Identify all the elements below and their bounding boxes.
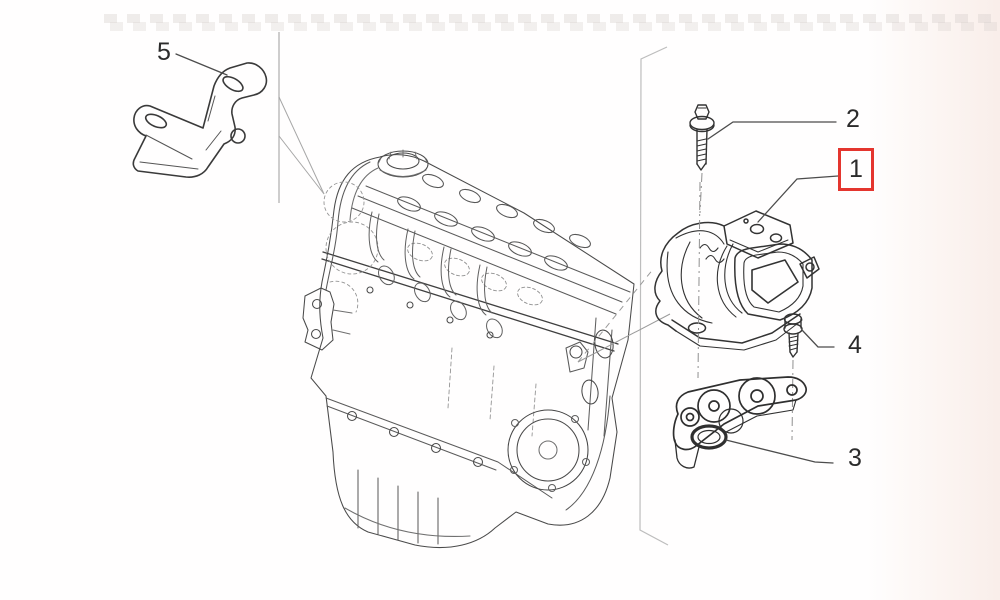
detail-zone-boundary <box>639 46 669 546</box>
bracket-part-5-illustration <box>132 62 268 178</box>
highlighted-callout-box-1[interactable]: 1 <box>838 148 874 191</box>
callout-label-4[interactable]: 4 <box>848 331 862 359</box>
callout-label-5[interactable]: 5 <box>157 38 171 66</box>
callout-label-1: 1 <box>849 155 863 183</box>
engine-illustration <box>302 149 635 548</box>
bolt-2-axis-line <box>699 172 703 214</box>
callout-label-2[interactable]: 2 <box>846 105 860 133</box>
engine-mount-part-1-illustration <box>654 210 820 351</box>
callout-leader-lines <box>175 53 839 464</box>
bolt-part-2-illustration <box>689 104 715 171</box>
mount-1-axis-line <box>697 181 701 379</box>
bracket-5-reference-lines <box>278 96 325 195</box>
bracket-part-3-illustration <box>672 376 807 469</box>
bolt-part-4-illustration <box>783 313 803 358</box>
callout-label-3[interactable]: 3 <box>848 444 862 472</box>
reference-leader-lines <box>577 267 671 363</box>
